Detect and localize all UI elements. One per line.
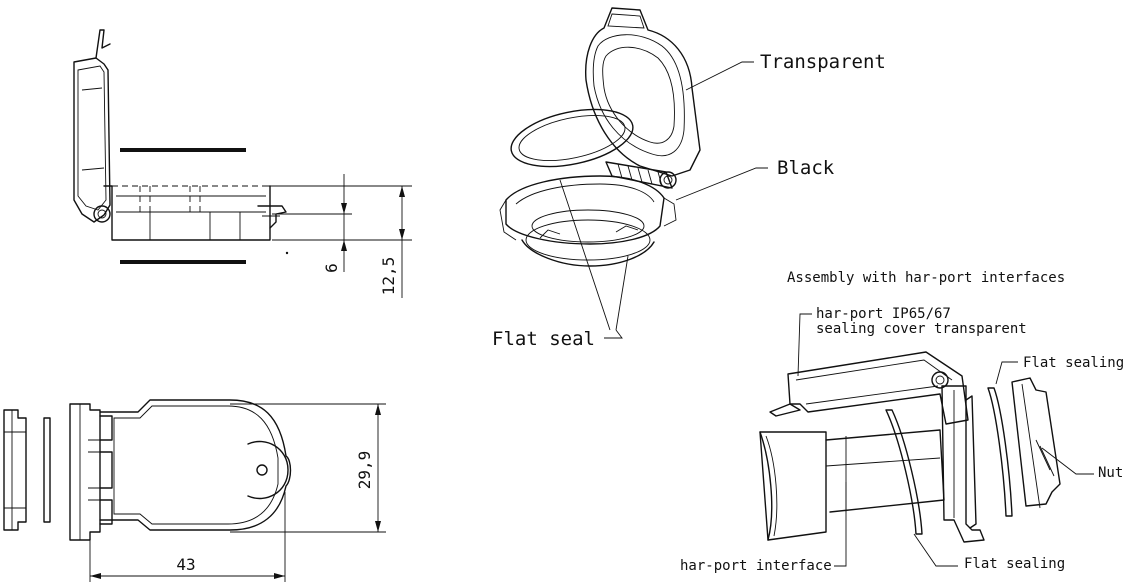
label-flat-seal: Flat seal xyxy=(492,328,595,350)
label-nut: Nut xyxy=(1098,465,1123,481)
label-cover-line2: sealing cover transparent xyxy=(816,321,1027,337)
assembly-drawing xyxy=(759,351,1061,543)
dim-29-9-label: 29,9 xyxy=(355,451,374,490)
label-cover-line1: har-port IP65/67 xyxy=(816,306,951,322)
label-interface: har-port interface xyxy=(680,558,832,574)
label-black: Black xyxy=(777,157,835,179)
assembly-title: Assembly with har-port interfaces xyxy=(787,270,1065,286)
leader-lines-assembly xyxy=(797,313,1094,567)
dim-6-label: 6 xyxy=(322,263,341,273)
isometric-cover-drawing xyxy=(499,7,701,267)
label-flat-sealing-top: Flat sealing xyxy=(1023,355,1123,371)
top-view-drawing xyxy=(3,399,386,582)
dim-43-label: 43 xyxy=(176,555,195,574)
side-view-drawing xyxy=(73,29,412,298)
dim-12-5-label: 12,5 xyxy=(379,257,398,296)
label-flat-sealing-bottom: Flat sealing xyxy=(964,556,1065,572)
leader-lines-top xyxy=(559,61,768,339)
label-transparent: Transparent xyxy=(760,51,886,73)
